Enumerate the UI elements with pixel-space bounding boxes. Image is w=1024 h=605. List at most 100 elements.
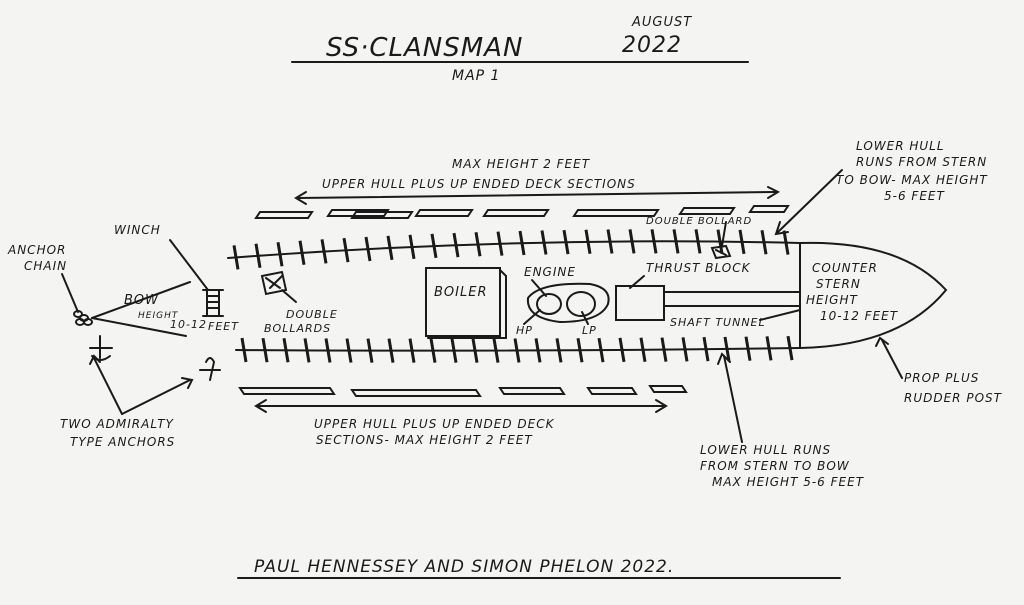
hull-frame-tick xyxy=(782,230,790,255)
hull-frame-tick xyxy=(450,338,458,363)
hull-frame-tick xyxy=(513,338,521,363)
lower-bottom-label-2: FROM STERN TO BOW xyxy=(700,459,850,473)
hull-frame-tick xyxy=(254,243,262,269)
hull-frame-tick xyxy=(534,338,542,363)
anchors-label-2: TYPE ANCHORS xyxy=(70,435,175,449)
hull-frame-tick xyxy=(618,337,626,363)
bow-line-top xyxy=(91,281,191,319)
hull-frame-tick xyxy=(342,237,350,263)
prop-label-1: PROP PLUS xyxy=(904,371,979,385)
hull-frame-tick xyxy=(723,336,731,362)
hull-frame-tick xyxy=(298,240,306,266)
engine-label: ENGINE xyxy=(524,265,576,279)
thrust-block xyxy=(615,285,665,321)
hull-frame-tick xyxy=(694,229,702,254)
hull-frame-tick xyxy=(702,336,710,362)
credit: PAUL HENNESSEY AND SIMON PHELON 2022. xyxy=(254,557,674,577)
counter-stern-label-2: STERN xyxy=(816,277,861,291)
leader-lines xyxy=(61,169,903,443)
hull-frame-tick xyxy=(345,338,353,363)
upper-top-label-2: UPPER HULL PLUS UP ENDED DECK SECTIONS xyxy=(322,177,636,191)
counter-stern-label-3: HEIGHT xyxy=(806,293,858,307)
hull-frame-tick xyxy=(716,229,724,254)
boiler xyxy=(425,267,501,337)
hull-frame-tick xyxy=(387,338,395,363)
double-bollards xyxy=(260,270,288,296)
hull-frame-tick xyxy=(628,229,636,254)
hull-frame-tick xyxy=(364,236,372,262)
counter-stern xyxy=(799,241,948,350)
hull-frame-tick xyxy=(540,230,548,255)
hull-frame-tick xyxy=(276,241,284,267)
hull-frame-tick xyxy=(232,245,240,270)
bow-feet: FEET xyxy=(208,320,239,333)
hull-frame-tick xyxy=(765,336,773,361)
hull-frame-tick xyxy=(386,235,394,261)
bow-height-value: 10-12 xyxy=(170,318,207,331)
hull-frame-tick xyxy=(562,229,570,255)
date-year: 2022 xyxy=(622,33,682,58)
hull-frame-tick xyxy=(576,337,584,363)
date-month: AUGUST xyxy=(631,15,692,30)
thrust-block-label: THRUST BLOCK xyxy=(646,261,751,275)
anchor-chain-label-1: ANCHOR xyxy=(7,243,66,257)
upper-top-arrow xyxy=(294,186,781,205)
upper-top-label-1: MAX HEIGHT 2 FEET xyxy=(452,157,591,171)
upper-bottom-label-1: UPPER HULL PLUS UP ENDED DECK xyxy=(314,417,555,431)
double-bollards-label-2: BOLLARDS xyxy=(264,322,331,335)
hull-frame-tick xyxy=(261,337,269,363)
hull-frame-tick xyxy=(786,335,794,361)
hull-frame-tick xyxy=(408,234,416,260)
hull-frame-tick xyxy=(584,229,592,255)
hull-frame-tick xyxy=(474,232,482,257)
upper-hull-sections-top xyxy=(254,205,790,219)
lower-top-label-2: RUNS FROM STERN xyxy=(856,155,987,169)
hull-frames-bottom xyxy=(240,335,794,363)
hull-frame-tick xyxy=(496,231,504,256)
hull-frame-tick xyxy=(660,337,668,362)
lower-top-label-3: TO BOW- MAX HEIGHT xyxy=(836,173,988,187)
anchor-chain xyxy=(73,310,93,326)
boiler-label: BOILER xyxy=(434,285,487,300)
lp-label: LP xyxy=(582,324,597,337)
map-label: MAP 1 xyxy=(452,68,500,84)
hull-frame-tick xyxy=(282,338,290,363)
hull-frames-top xyxy=(232,229,790,270)
hull-frame-tick xyxy=(606,229,614,254)
lower-bottom-label-3: MAX HEIGHT 5-6 FEET xyxy=(712,475,865,489)
winch-label: WINCH xyxy=(114,223,161,237)
hull-frame-tick xyxy=(324,338,332,363)
counter-stern-label-1: COUNTER xyxy=(812,261,878,275)
hull-frame-tick xyxy=(760,229,768,255)
prop-label-2: RUDDER POST xyxy=(904,391,1003,405)
hull-frame-tick xyxy=(681,337,689,362)
hull-frame-tick xyxy=(303,338,311,363)
hull-frame-tick xyxy=(738,229,746,255)
lower-top-label-1: LOWER HULL xyxy=(856,139,945,153)
hull-frame-tick xyxy=(452,232,460,258)
lower-top-label-4: 5-6 FEET xyxy=(884,189,945,203)
title: SS·CLANSMAN xyxy=(326,33,523,63)
upper-hull-sections-bottom xyxy=(238,385,688,397)
counter-stern-label-4: 10-12 FEET xyxy=(820,309,899,323)
anchor-chain-label-2: CHAIN xyxy=(24,259,67,273)
shaft-tunnel-label: SHAFT TUNNEL xyxy=(670,316,766,329)
winch xyxy=(202,289,224,317)
hull-frame-tick xyxy=(744,336,752,361)
bow-height-label: HEIGHT xyxy=(138,311,179,321)
hull-frame-tick xyxy=(429,338,437,363)
hull-frame-tick xyxy=(492,338,500,363)
double-bollard-label: DOUBLE BOLLARD xyxy=(646,216,752,227)
bow-line-bottom xyxy=(91,317,187,337)
upper-bottom-label-2: SECTIONS- MAX HEIGHT 2 FEET xyxy=(316,433,533,447)
hull-frame-tick xyxy=(430,233,438,259)
engine xyxy=(526,282,610,324)
hull-frame-tick xyxy=(672,229,680,254)
anchor-right xyxy=(199,357,221,381)
hull-frame-tick xyxy=(240,337,248,363)
hp-label: HP xyxy=(516,324,533,337)
double-bollards-label-1: DOUBLE xyxy=(286,308,338,321)
hull-frame-tick xyxy=(471,338,479,363)
upper-bottom-arrow xyxy=(254,399,668,413)
